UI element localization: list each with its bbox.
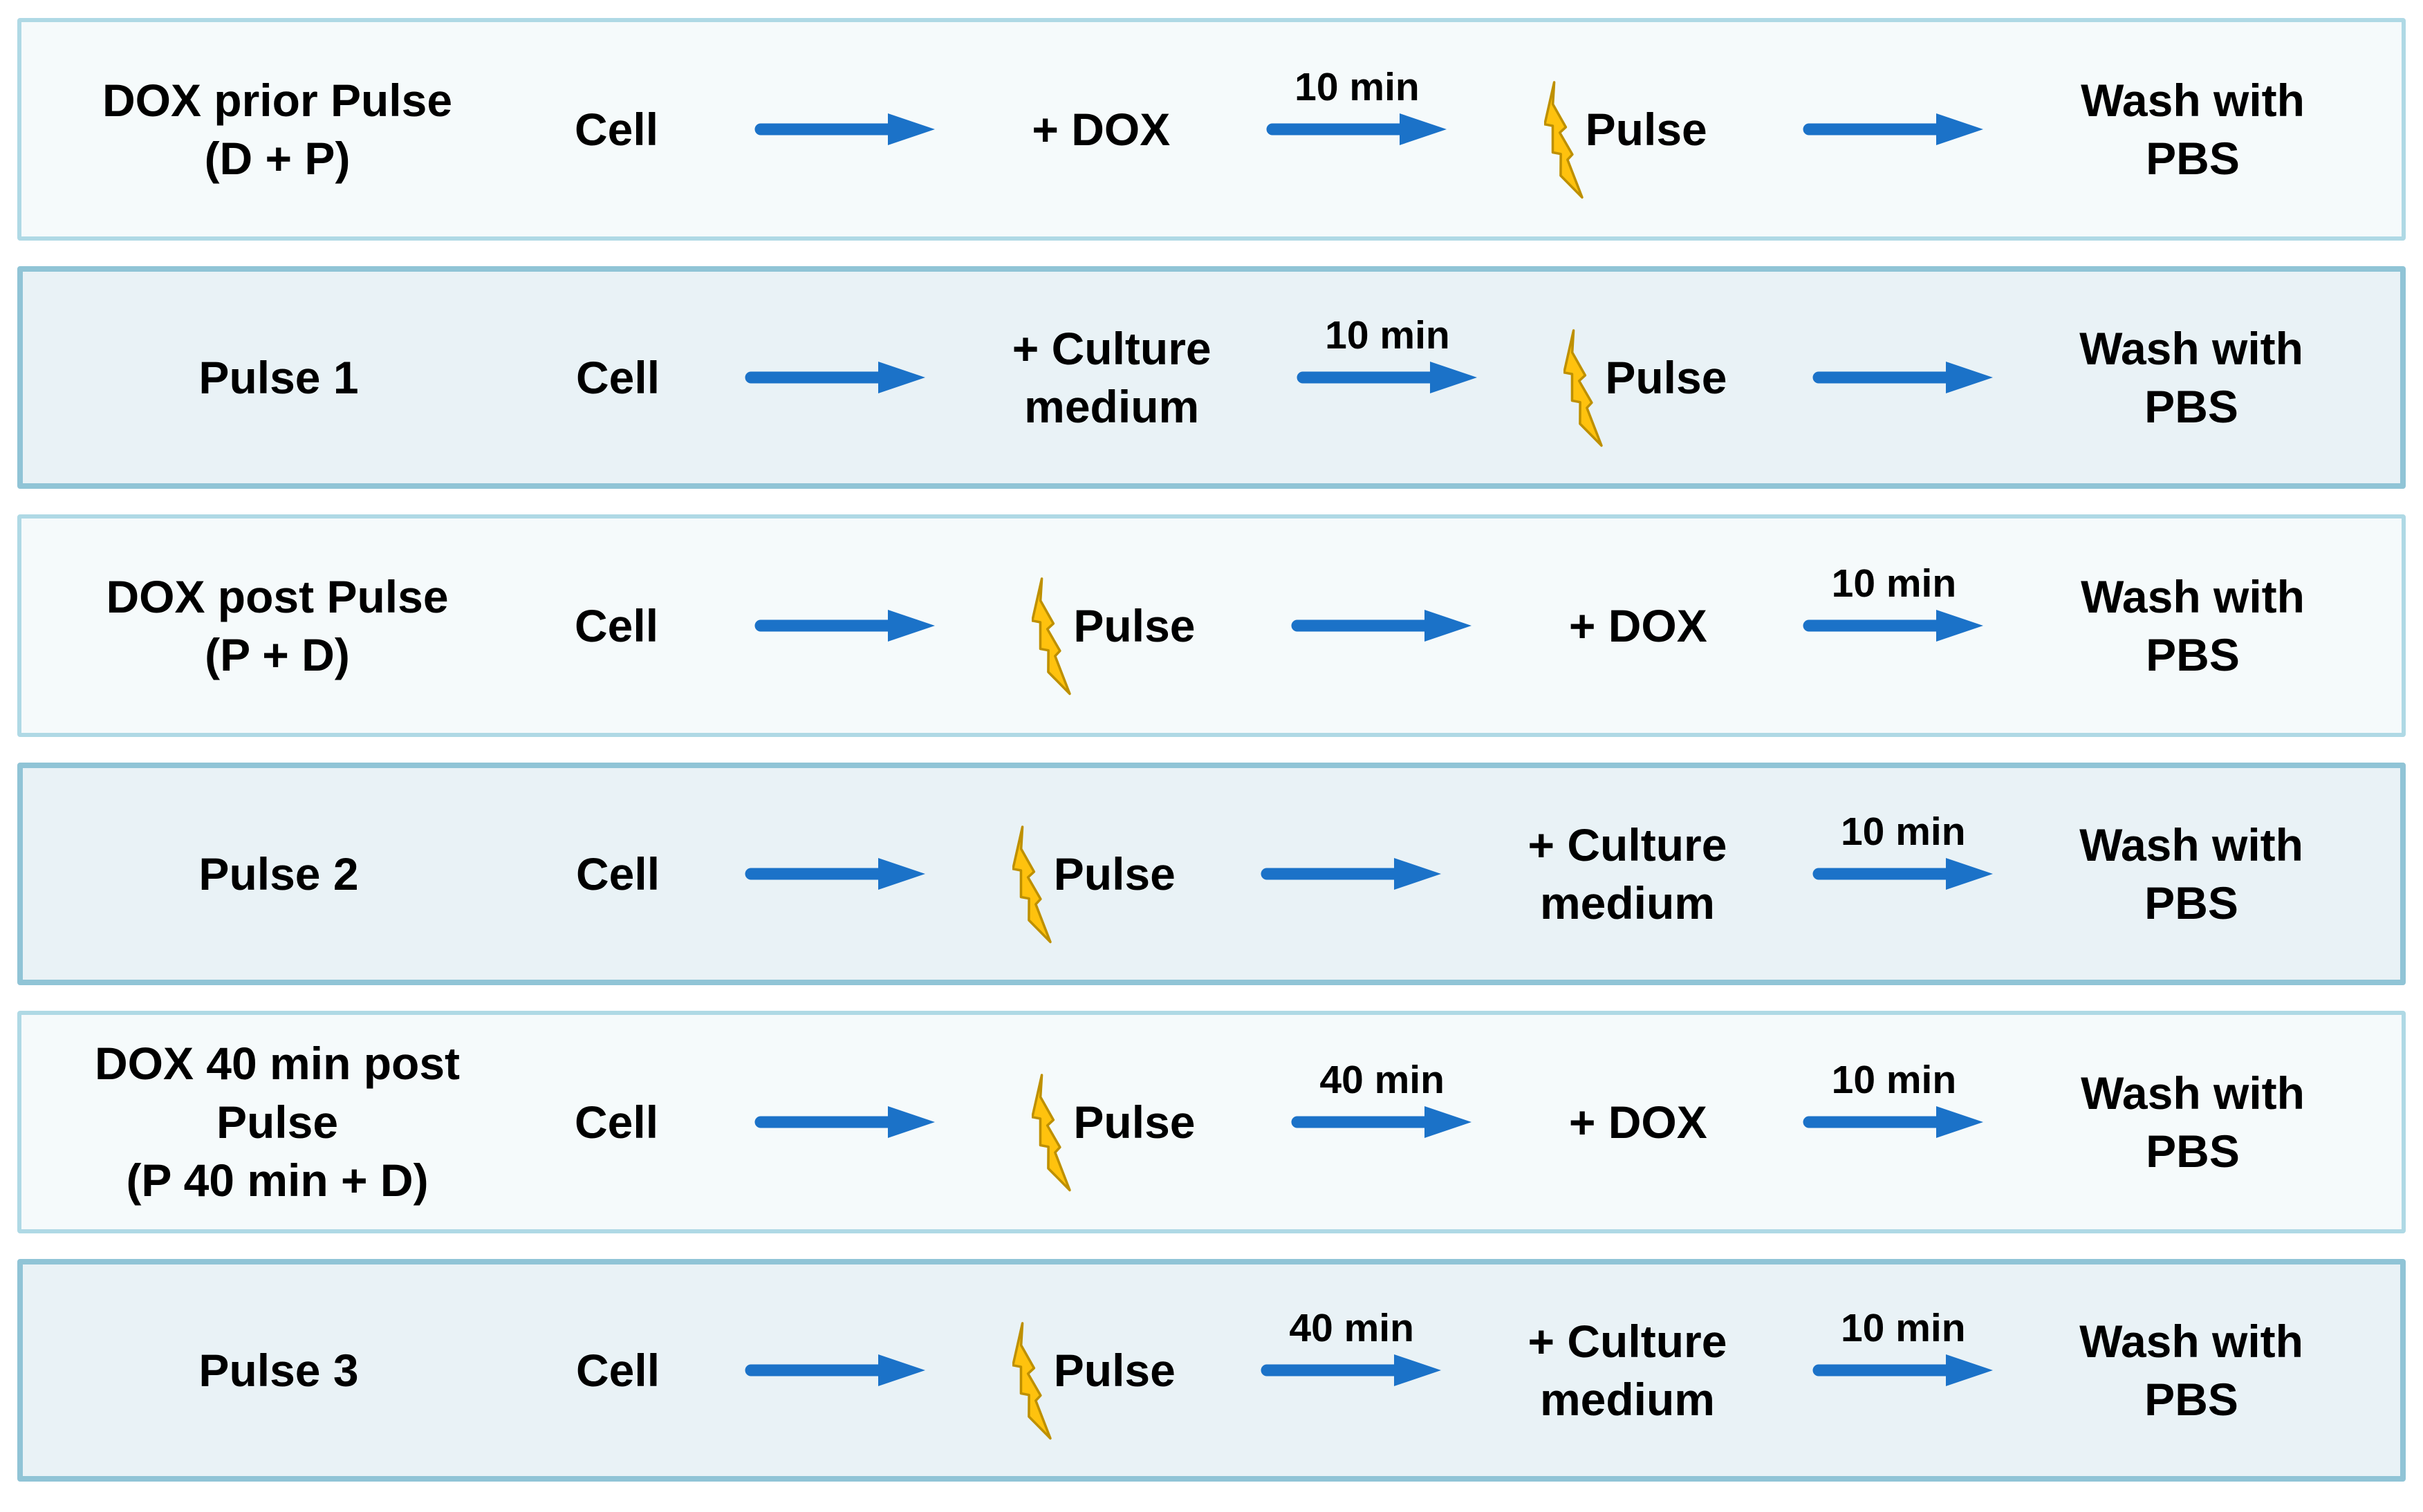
protocol-row: DOX 40 min post Pulse (P 40 min + D) Cel… (17, 1011, 2406, 1233)
flow-arrow (744, 855, 927, 893)
timed-arrow: 10 min (1265, 65, 1449, 149)
flow-arrow (1812, 358, 1995, 397)
flow-arrow (1290, 606, 1474, 645)
arrow-time-label: 10 min (1294, 65, 1420, 109)
step-node: + DOX (1032, 103, 1171, 155)
protocol-row-steps: Cell Pulse 40 min + DOX 10 min Wash with PBS (533, 1058, 2402, 1192)
arrow-time-label: 10 min (1840, 810, 1966, 854)
lightning-bolt-icon (1032, 577, 1072, 696)
pulse-step: Pulse (1012, 810, 1176, 944)
arrow-right-icon (1261, 858, 1442, 890)
step-node: + DOX (1568, 1096, 1707, 1148)
lightning-bolt-icon (1012, 1322, 1052, 1440)
protocol-row: Pulse 3 Cell Pulse 40 min + Culture medium 1… (17, 1259, 2406, 1482)
protocol-row: DOX post Pulse (P + D) Cell Pulse + DOX 10 … (17, 514, 2406, 737)
protocol-row-label: DOX post Pulse (P + D) (106, 570, 449, 680)
step-node: Wash with PBS (2079, 1315, 2303, 1425)
arrow-right-icon (754, 610, 935, 642)
arrow-right-icon (1266, 113, 1447, 145)
arrow-time-label: 10 min (1840, 1306, 1966, 1350)
arrow-right-icon (754, 113, 935, 145)
protocol-row-steps: Cell Pulse 40 min + Culture medium 10 min Was… (535, 1306, 2400, 1440)
arrow-right-icon (1812, 858, 1993, 890)
arrow-time-label: 10 min (1325, 313, 1450, 357)
step-node: Wash with PBS (2079, 322, 2303, 432)
protocol-row-label: DOX 40 min post Pulse (P 40 min + D) (94, 1038, 461, 1206)
step-node: Cell (575, 1096, 659, 1148)
protocol-row-steps: Cell Pulse + DOX 10 min Wash with PBS (533, 561, 2402, 696)
arrow-right-icon (1812, 1354, 1993, 1386)
pulse-step: Pulse (1012, 1306, 1176, 1440)
pulse-label: Pulse (1073, 1096, 1196, 1148)
arrow-right-icon (745, 362, 926, 393)
protocol-row-label: Pulse 1 (198, 351, 359, 403)
step-node: + DOX (1568, 599, 1707, 651)
arrow-right-icon (1261, 1354, 1442, 1386)
pulse-label: Pulse (1605, 351, 1727, 403)
timed-arrow: 10 min (1802, 1058, 1985, 1141)
protocol-row-label: Pulse 2 (198, 848, 359, 899)
step-node: Cell (576, 1344, 660, 1396)
arrow-right-icon (1812, 362, 1993, 393)
step-node: Wash with PBS (2081, 1067, 2305, 1177)
step-node: Cell (575, 599, 659, 651)
timed-arrow: 10 min (1812, 810, 1995, 893)
pulse-label: Pulse (1053, 848, 1176, 899)
pulse-label: Pulse (1053, 1344, 1176, 1396)
arrow-right-icon (1803, 610, 1984, 642)
step-node: Cell (575, 103, 659, 155)
lightning-bolt-icon (1563, 329, 1604, 447)
lightning-bolt-icon (1032, 1074, 1072, 1192)
arrow-right-icon (1803, 113, 1984, 145)
arrow-right-icon (1291, 1106, 1472, 1138)
step-node: Wash with PBS (2079, 819, 2303, 928)
flow-arrow (754, 110, 937, 149)
pulse-step: Pulse (1032, 561, 1196, 696)
lightning-bolt-icon (1012, 825, 1052, 944)
protocol-row-label: Pulse 3 (198, 1344, 359, 1396)
arrow-right-icon (754, 1106, 935, 1138)
arrow-right-icon (1297, 362, 1477, 393)
timed-arrow: 10 min (1802, 561, 1985, 645)
arrow-time-label: 10 min (1831, 1058, 1957, 1102)
lightning-bolt-icon (1543, 81, 1584, 199)
arrow-right-icon (745, 1354, 926, 1386)
arrow-time-label: 10 min (1831, 561, 1957, 606)
pulse-step: Pulse (1563, 313, 1727, 447)
flow-arrow (1802, 110, 1985, 149)
pulse-step: Pulse (1543, 65, 1707, 199)
arrow-right-icon (745, 858, 926, 890)
flow-arrow (1260, 855, 1443, 893)
flow-arrow (754, 606, 937, 645)
timed-arrow: 40 min (1260, 1306, 1443, 1390)
arrow-time-label: 40 min (1319, 1058, 1445, 1102)
flow-arrow (754, 1103, 937, 1141)
step-node: Wash with PBS (2081, 570, 2305, 680)
pulse-label: Pulse (1585, 103, 1707, 155)
pulse-label: Pulse (1073, 599, 1196, 651)
step-node: Cell (576, 848, 660, 899)
step-node: + Culture medium (1012, 322, 1212, 432)
step-node: + Culture medium (1528, 1315, 1727, 1425)
flow-arrow (744, 358, 927, 397)
step-node: Cell (576, 351, 660, 403)
step-node: Wash with PBS (2081, 74, 2305, 184)
protocol-row-steps: Cell Pulse + Culture medium 10 min Wash with… (535, 810, 2400, 944)
step-node: + Culture medium (1528, 819, 1727, 928)
arrow-right-icon (1803, 1106, 1984, 1138)
protocol-row: Pulse 2 Cell Pulse + Culture medium 10 min W… (17, 763, 2406, 985)
timed-arrow: 40 min (1290, 1058, 1474, 1141)
flow-arrow (744, 1351, 927, 1390)
pulse-step: Pulse (1032, 1058, 1196, 1192)
arrow-time-label: 40 min (1289, 1306, 1414, 1350)
protocol-row-label: DOX prior Pulse (D + P) (102, 74, 453, 184)
timed-arrow: 10 min (1812, 1306, 1995, 1390)
arrow-right-icon (1291, 610, 1472, 642)
timed-arrow: 10 min (1296, 313, 1479, 397)
